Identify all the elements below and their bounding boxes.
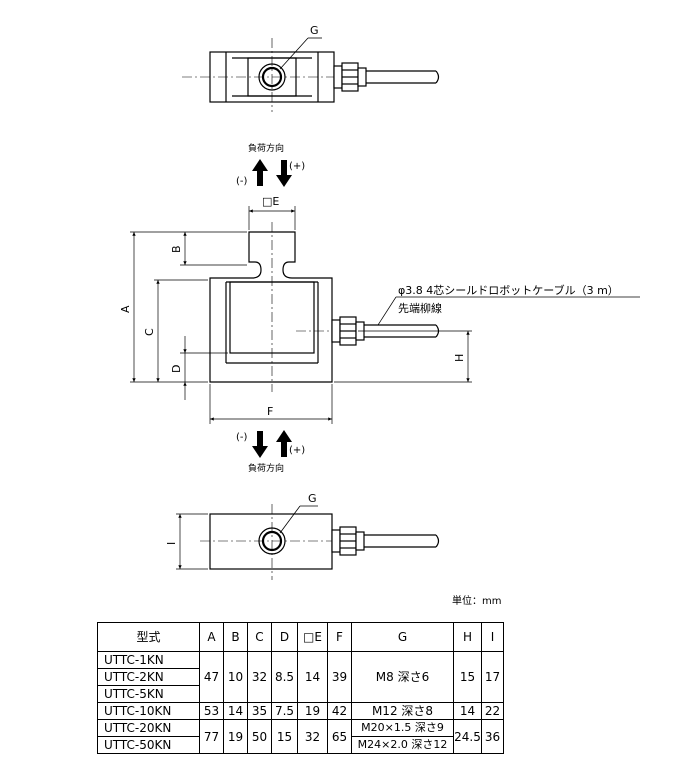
front-dimensions xyxy=(130,206,640,424)
cable-end-label: 先端柳線 xyxy=(398,301,442,315)
bottom-dimensions xyxy=(176,513,208,570)
down-arrow-icon xyxy=(276,160,292,187)
up-arrow-icon xyxy=(252,159,268,186)
value-cell: 32 xyxy=(247,651,272,703)
dim-b-label: B xyxy=(170,245,183,253)
value-cell: 36 xyxy=(481,719,504,754)
top-view xyxy=(182,37,440,112)
g-label-top: G xyxy=(310,24,319,37)
col-header-model: 型式 xyxy=(97,622,200,652)
col-header-a: A xyxy=(199,622,224,652)
value-cell: 8.5 xyxy=(271,651,298,703)
table-row: UTTC-1KN 47 10 32 8.5 14 39 M8 深さ6 15 17 xyxy=(97,651,504,703)
value-cell: 50 xyxy=(247,719,272,754)
model-cell: UTTC-1KN xyxy=(97,651,200,669)
value-cell: M24×2.0 深さ12 xyxy=(351,736,454,754)
col-header-c: C xyxy=(247,622,272,652)
value-cell: M20×1.5 深さ9 xyxy=(351,719,454,737)
col-header-g: G xyxy=(351,622,454,652)
dim-i-label: I xyxy=(165,542,178,545)
down-arrow-icon xyxy=(252,431,268,458)
col-header-h: H xyxy=(453,622,482,652)
value-cell: 47 xyxy=(199,651,224,703)
value-cell: 7.5 xyxy=(271,702,298,720)
up-arrow-icon xyxy=(276,430,292,457)
value-cell: 14 xyxy=(297,651,328,703)
col-header-i: I xyxy=(481,622,504,652)
table-header-row: 型式 A B C D □E F G H I xyxy=(97,622,504,652)
dim-f-label: F xyxy=(267,405,273,418)
unit-note: 単位：mm xyxy=(452,596,502,607)
g-label-bottom: G xyxy=(308,492,317,505)
value-cell: 35 xyxy=(247,702,272,720)
dim-h-label: H xyxy=(453,354,466,362)
value-cell: 15 xyxy=(271,719,298,754)
value-cell: M8 深さ6 xyxy=(351,651,454,703)
table-row: UTTC-50KN M24×2.0 深さ12 xyxy=(97,736,504,754)
value-cell: 14 xyxy=(223,702,248,720)
dimension-table: 型式 A B C D □E F G H I UTTC-1KN 47 10 32 … xyxy=(97,622,504,754)
dim-e-label: □E xyxy=(262,195,279,208)
value-cell: 14 xyxy=(453,702,482,720)
value-cell: 10 xyxy=(223,651,248,703)
dim-a-label: A xyxy=(119,305,132,313)
model-cell: UTTC-50KN xyxy=(97,736,200,754)
plus-label-bottom: (+) xyxy=(289,445,305,456)
model-cell: UTTC-2KN xyxy=(97,668,200,686)
col-header-f: F xyxy=(327,622,352,652)
value-cell: 15 xyxy=(453,651,482,703)
value-cell: M12 深さ8 xyxy=(351,702,454,720)
model-cell: UTTC-5KN xyxy=(97,685,200,703)
value-cell: 65 xyxy=(327,719,352,754)
minus-label-bottom: (-) xyxy=(236,432,248,443)
load-direction-label-bottom: 負荷方向 xyxy=(248,462,284,474)
value-cell: 22 xyxy=(481,702,504,720)
plus-label-top: (+) xyxy=(289,161,305,172)
cable-spec-label: φ3.8 4芯シールドロボットケーブル（3 m） xyxy=(398,283,619,297)
value-cell: 19 xyxy=(297,702,328,720)
bottom-view xyxy=(200,504,440,580)
value-cell: 42 xyxy=(327,702,352,720)
table-row: UTTC-10KN 53 14 35 7.5 19 42 M12 深さ8 14 … xyxy=(97,702,504,720)
col-header-b: B xyxy=(223,622,248,652)
dim-c-label: C xyxy=(143,328,156,336)
table-row: UTTC-20KN 77 19 50 15 32 65 M20×1.5 深さ9 … xyxy=(97,719,504,754)
value-cell: 53 xyxy=(199,702,224,720)
model-cell: UTTC-10KN xyxy=(97,702,200,720)
col-header-d: D xyxy=(271,622,298,652)
load-cell-drawing: G 負荷方向 (-) (+) xyxy=(119,24,640,580)
value-cell: 24.5 xyxy=(453,719,482,754)
value-cell: 17 xyxy=(481,651,504,703)
value-cell: 77 xyxy=(199,719,224,754)
model-cell: UTTC-20KN xyxy=(97,719,200,737)
col-header-e: □E xyxy=(297,622,328,652)
load-direction-label-top: 負荷方向 xyxy=(248,142,284,154)
value-cell: 19 xyxy=(223,719,248,754)
value-cell: 39 xyxy=(327,651,352,703)
minus-label-top: (-) xyxy=(236,176,248,187)
value-cell: 32 xyxy=(297,719,328,754)
front-view xyxy=(209,222,440,392)
dim-d-label: D xyxy=(170,365,183,373)
